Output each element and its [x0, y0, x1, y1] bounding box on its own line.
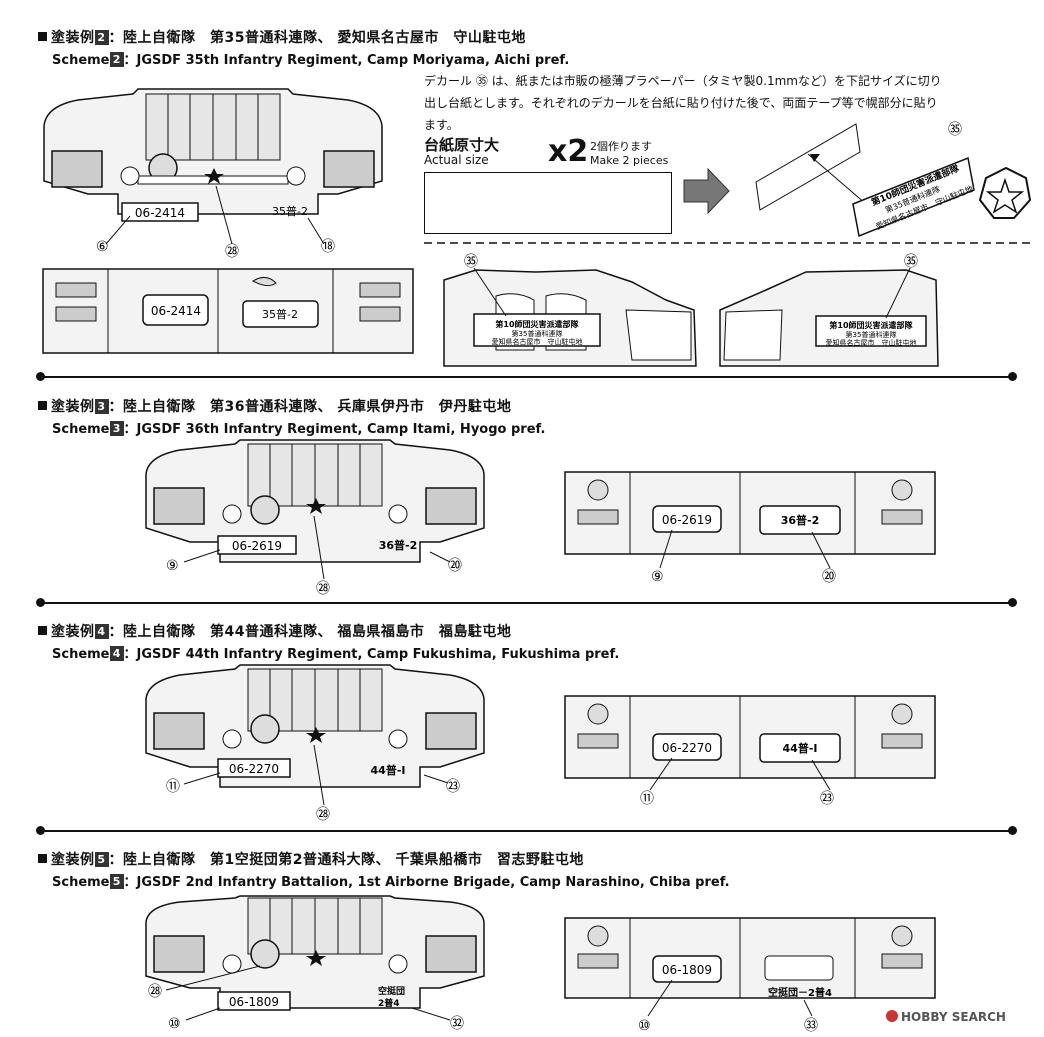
canopy-right-view: 第10師団災害派遣部隊 第35普通科連隊 愛知県名古屋市 守山駐屯地 ㉟: [719, 254, 939, 367]
make-two-en: Make 2 pieces: [590, 154, 669, 167]
dashed-separator: [424, 242, 1034, 244]
svg-text:36普-2: 36普-2: [379, 538, 418, 552]
hobby-search-logo-icon: [886, 1010, 898, 1022]
scheme-2-front-view: 06-2414 35普-2 ⑥ ㉘ ⑱: [43, 88, 383, 260]
section-divider: [40, 602, 1012, 604]
actual-size-en: Actual size: [424, 153, 489, 167]
svg-text:06-1809: 06-1809: [229, 995, 279, 1009]
actual-size-box: [424, 172, 672, 234]
svg-text:06-2270: 06-2270: [662, 741, 712, 755]
front-plate: [121, 202, 199, 222]
section-divider: [40, 830, 1012, 832]
svg-text:㉘: ㉘: [148, 984, 162, 1000]
svg-text:第35普通科連隊: 第35普通科連隊: [846, 330, 897, 339]
svg-text:第35普通科連隊: 第35普通科連隊: [512, 329, 563, 338]
scheme-2-rear-view: 06-2414 35普-2: [42, 268, 414, 354]
section-divider: [40, 376, 1012, 378]
svg-text:㉘: ㉘: [225, 244, 239, 260]
svg-text:44普-Ⅰ: 44普-Ⅰ: [783, 741, 818, 755]
svg-text:⑥: ⑥: [96, 239, 109, 255]
svg-text:35普-2: 35普-2: [262, 307, 298, 321]
star-decal-icon: [978, 166, 1032, 219]
svg-text:⑨: ⑨: [166, 558, 179, 574]
svg-text:㉝: ㉝: [804, 1018, 818, 1034]
star-emblem-icon: [204, 168, 224, 184]
svg-text:第10師団災害派遣部隊: 第10師団災害派遣部隊: [495, 319, 579, 329]
svg-text:⑨: ⑨: [651, 569, 664, 585]
svg-text:㉘: ㉘: [316, 807, 330, 823]
svg-text:⑪: ⑪: [640, 791, 654, 807]
star-emblem-icon: [306, 950, 326, 966]
canopy-left-view: 第10師団災害派遣部隊 第35普通科連隊 愛知県名古屋市 守山駐屯地 ㉟: [443, 254, 697, 367]
svg-text:⑪: ⑪: [166, 779, 180, 795]
svg-text:愛知県名古屋市 守山駐屯地: 愛知県名古屋市 守山駐屯地: [492, 337, 583, 346]
svg-text:⑩: ⑩: [638, 1018, 651, 1034]
times-two: x2: [548, 134, 589, 169]
star-emblem-icon: [306, 727, 326, 743]
star-emblem-icon: [306, 498, 326, 514]
svg-text:⑳: ⑳: [822, 569, 836, 585]
svg-text:06-2619: 06-2619: [662, 513, 712, 527]
scheme-5-front-view: 06-1809 空挺団 2普4 ㉘ ⑩ ㉜: [145, 895, 485, 1032]
svg-text:第10師団災害派遣部隊: 第10師団災害派遣部隊: [829, 320, 913, 330]
svg-text:⑱: ⑱: [321, 239, 335, 255]
svg-text:06-1809: 06-1809: [662, 963, 712, 977]
svg-text:06-2619: 06-2619: [232, 539, 282, 553]
svg-text:36普-2: 36普-2: [781, 513, 820, 527]
svg-text:㉓: ㉓: [820, 791, 834, 807]
svg-text:㉓: ㉓: [446, 779, 460, 795]
svg-text:㉟: ㉟: [464, 254, 478, 270]
svg-text:㉟: ㉟: [948, 122, 962, 138]
svg-text:㉘: ㉘: [316, 581, 330, 597]
scheme-4-rear-view: 06-2270 44普-Ⅰ ⑪ ㉓: [564, 695, 936, 807]
divider-dot: [1008, 372, 1017, 381]
svg-text:35普-2: 35普-2: [272, 204, 308, 218]
decal-application-diagram: ㉟ 第10師団災害派遣部隊 第35普通科連隊 愛知県名古屋市 守山駐屯地: [755, 122, 1032, 238]
svg-text:2普4: 2普4: [378, 997, 400, 1009]
svg-text:㉟: ㉟: [904, 254, 918, 270]
svg-text:06-2270: 06-2270: [229, 762, 279, 776]
svg-text:愛知県名古屋市 守山駐屯地: 愛知県名古屋市 守山駐屯地: [826, 338, 917, 347]
scheme-3-front-view: 06-2619 36普-2 ⑨ ㉘ ⑳: [145, 439, 485, 597]
actual-size-jp: 台紙原寸大: [424, 136, 500, 154]
svg-text:空挺団: 空挺団: [378, 985, 405, 997]
svg-text:⑳: ⑳: [448, 558, 462, 574]
watermark: HOBBY SEARCH: [886, 1010, 1006, 1024]
svg-text:06-2414: 06-2414: [135, 206, 185, 220]
divider-dot: [1008, 598, 1017, 607]
divider-dot: [1008, 826, 1017, 835]
svg-text:⑩: ⑩: [168, 1016, 181, 1032]
svg-text:㉜: ㉜: [450, 1016, 464, 1032]
svg-text:44普-Ⅰ: 44普-Ⅰ: [371, 763, 406, 777]
scheme-4-front-view: 06-2270 44普-Ⅰ ⑪ ㉘ ㉓: [145, 664, 485, 823]
decal-note: デカール ㉟ は、紙または市販の極薄プラペーパー（タミヤ製0.1mmなど）を下記…: [424, 74, 942, 132]
scheme-5-rear-view: 06-1809 空挺団－2普4 ⑩ ㉝: [564, 917, 936, 1034]
make-two-jp: 2個作ります: [590, 140, 652, 153]
svg-text:空挺団－2普4: 空挺団－2普4: [768, 986, 832, 999]
svg-text:06-2414: 06-2414: [151, 304, 201, 318]
arrow-right-icon: [683, 167, 730, 215]
scheme-3-rear-view: 06-2619 36普-2 ⑨ ⑳: [564, 471, 936, 585]
